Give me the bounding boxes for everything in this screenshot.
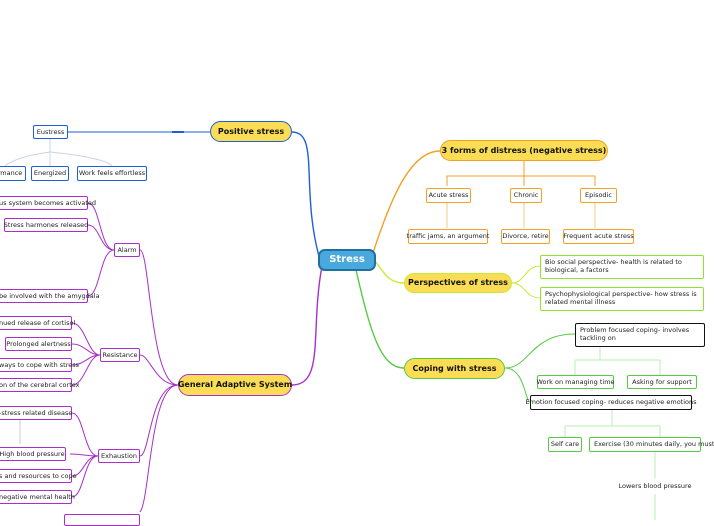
subtopic-eustress[interactable]: Eustress xyxy=(33,125,68,139)
resistance-item-ways-to-cope[interactable]: ways to cope with stress xyxy=(0,358,79,372)
subtopic-exhaustion[interactable]: Exhaustion xyxy=(98,449,140,463)
link-distress xyxy=(371,150,441,257)
coping-emotion-focused[interactable]: Emotion focused coping- reduces negative… xyxy=(525,395,697,410)
link-perspectives xyxy=(375,261,405,284)
exhaustion-item-high-blood-pressure[interactable]: High blood pressure xyxy=(0,447,66,461)
connector-layer xyxy=(4,131,661,520)
resistance-item-cerebral-cortex[interactable]: on of the cerebral cortex xyxy=(0,378,80,392)
subtopic-energized[interactable]: Energized xyxy=(31,166,69,181)
distress-example-traffic-jams[interactable]: traffic jams, an argument xyxy=(407,229,489,244)
distress-episodic[interactable]: Episodic xyxy=(580,188,617,203)
coping-lowers-blood-pressure[interactable]: Lowers blood pressure xyxy=(618,481,692,490)
coping-self-care[interactable]: Self care xyxy=(548,437,582,452)
subtopic-partial-bottom xyxy=(64,514,140,526)
coping-work-on-managing-time[interactable]: Work on managing time xyxy=(536,375,615,389)
link-gas xyxy=(291,265,323,386)
resistance-item-prolonged-alertness[interactable]: Prolonged alertness xyxy=(5,337,72,351)
exhaustion-item-stress-disease[interactable]: -stress related disease xyxy=(0,406,72,420)
exhaustion-item-mental-health[interactable]: negative mental health xyxy=(0,490,75,504)
central-topic[interactable]: Stress xyxy=(318,249,376,271)
topic-coping-with-stress[interactable]: Coping with stress xyxy=(404,358,505,379)
exhaustion-item-resources-to-cope[interactable]: s and resources to cope xyxy=(0,469,77,483)
resistance-item-cortisol[interactable]: nued release of cortisol xyxy=(0,316,75,330)
subtopic-rmance[interactable]: rmance xyxy=(0,166,26,181)
topic-positive-stress[interactable]: Positive stress xyxy=(210,121,292,142)
topic-general-adaptive-system[interactable]: General Adaptive System xyxy=(178,374,292,396)
subtopic-work-feels-effortless[interactable]: Work feels effortless xyxy=(77,166,147,181)
perspective-psychophysiological[interactable]: Psychophysiological perspective- how str… xyxy=(540,287,704,311)
link-positive xyxy=(291,131,321,261)
topic-perspectives-of-stress[interactable]: Perspectives of stress xyxy=(404,273,512,293)
perspective-bio-social[interactable]: Bio social perspective- health is relate… xyxy=(540,255,704,279)
distress-example-frequent-acute[interactable]: Frequent acute stress xyxy=(563,229,634,244)
topic-forms-of-distress[interactable]: 3 forms of distress (negative stress) xyxy=(440,140,608,161)
distress-acute-stress[interactable]: Acute stress xyxy=(426,188,471,203)
alarm-item-stress-harmones[interactable]: Stress harmones released xyxy=(4,218,88,232)
distress-chronic[interactable]: Chronic xyxy=(510,188,542,203)
link-coping xyxy=(355,269,405,369)
coping-exercise[interactable]: Exercise (30 minutes daily, you must xyxy=(589,437,714,452)
alarm-item-system-activated[interactable]: us system becomes activated xyxy=(0,196,96,210)
distress-example-divorce[interactable]: Divorce, retire xyxy=(501,229,550,244)
coping-asking-for-support[interactable]: Asking for support xyxy=(627,375,697,389)
subtopic-resistance[interactable]: Resistance xyxy=(100,348,140,362)
subtopic-alarm[interactable]: Alarm xyxy=(114,243,140,257)
coping-problem-focused[interactable]: Problem focused coping- involves tacklin… xyxy=(575,323,705,347)
alarm-item-amygdala[interactable]: be involved with the amygdala xyxy=(0,289,100,303)
